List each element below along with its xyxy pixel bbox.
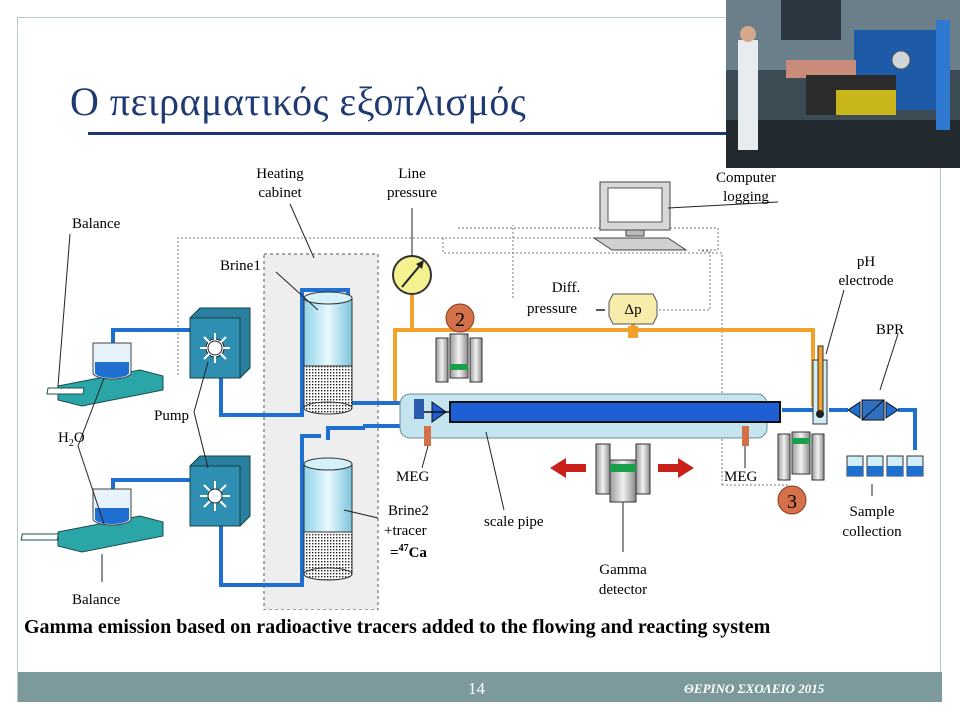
label-heating-cabinet-2: cabinet [258,185,302,201]
label-balance-bottom: Balance [72,592,121,608]
pump-top [189,307,251,379]
line-pressure-gauge [392,255,432,295]
detector-2 [435,303,483,383]
label-line-pressure-2: pressure [387,185,437,201]
label-gamma-detector: Gamma [599,562,647,578]
label-diff-pressure: Diff. [552,280,580,296]
lab-photo [726,0,960,168]
balance-bottom [20,488,164,553]
label-balance-top: Balance [72,216,121,232]
brine1-cylinder [303,291,353,415]
label-ph-electrode: pH [857,254,876,270]
label-bpr: BPR [876,322,904,338]
label-dp: Δp [624,302,641,318]
label-line-pressure: Line [398,166,426,182]
label-diff-pressure-2: pressure [527,301,577,317]
label-detector-3: 3 [787,491,797,513]
brine2-cylinder [303,457,353,581]
balance-top [46,342,164,407]
leader-lines [57,201,899,582]
scale-pipe-assembly [399,393,781,446]
ph-electrode [812,345,828,425]
footer-bar [18,672,942,702]
label-tracer: +tracer [384,523,427,539]
label-sample-collection: Sample [850,504,895,520]
label-computer-logging: Computer [716,170,776,186]
label-computer-logging-2: logging [723,189,769,205]
label-ca: =47Ca [390,543,427,561]
label-gamma-detector-2: detector [599,582,647,598]
label-meg-right: MEG [724,469,758,485]
page-number: 14 [468,679,485,698]
pump-bottom [189,455,251,527]
equipment-diagram: Heating cabinet Line pressure Computer l… [20,166,924,610]
slide-title: Ο πειραματικός εξοπλισμός [70,79,527,124]
label-scale-pipe: scale pipe [484,514,544,530]
detector-3 [777,431,825,515]
label-meg-left: MEG [396,469,430,485]
label-sample-collection-2: collection [842,524,902,540]
label-ph-electrode-2: electrode [839,273,894,289]
gamma-detector [550,443,694,552]
label-brine2: Brine2 [388,503,429,519]
label-pump: Pump [154,408,189,424]
label-h2o: H2O [58,430,85,449]
sample-collection [846,455,924,477]
bpr-valve [847,399,899,421]
label-heating-cabinet: Heating [256,166,304,182]
slide-caption: Gamma emission based on radioactive trac… [24,616,771,638]
computer [592,181,688,251]
label-brine1: Brine1 [220,258,261,274]
diff-pressure-sensor [596,293,658,338]
label-detector-2: 2 [455,309,465,331]
footer-text: ΘΕΡΙΝΟ ΣΧΟΛΕΙΟ 2015 [684,681,825,696]
title-underline [88,132,818,135]
